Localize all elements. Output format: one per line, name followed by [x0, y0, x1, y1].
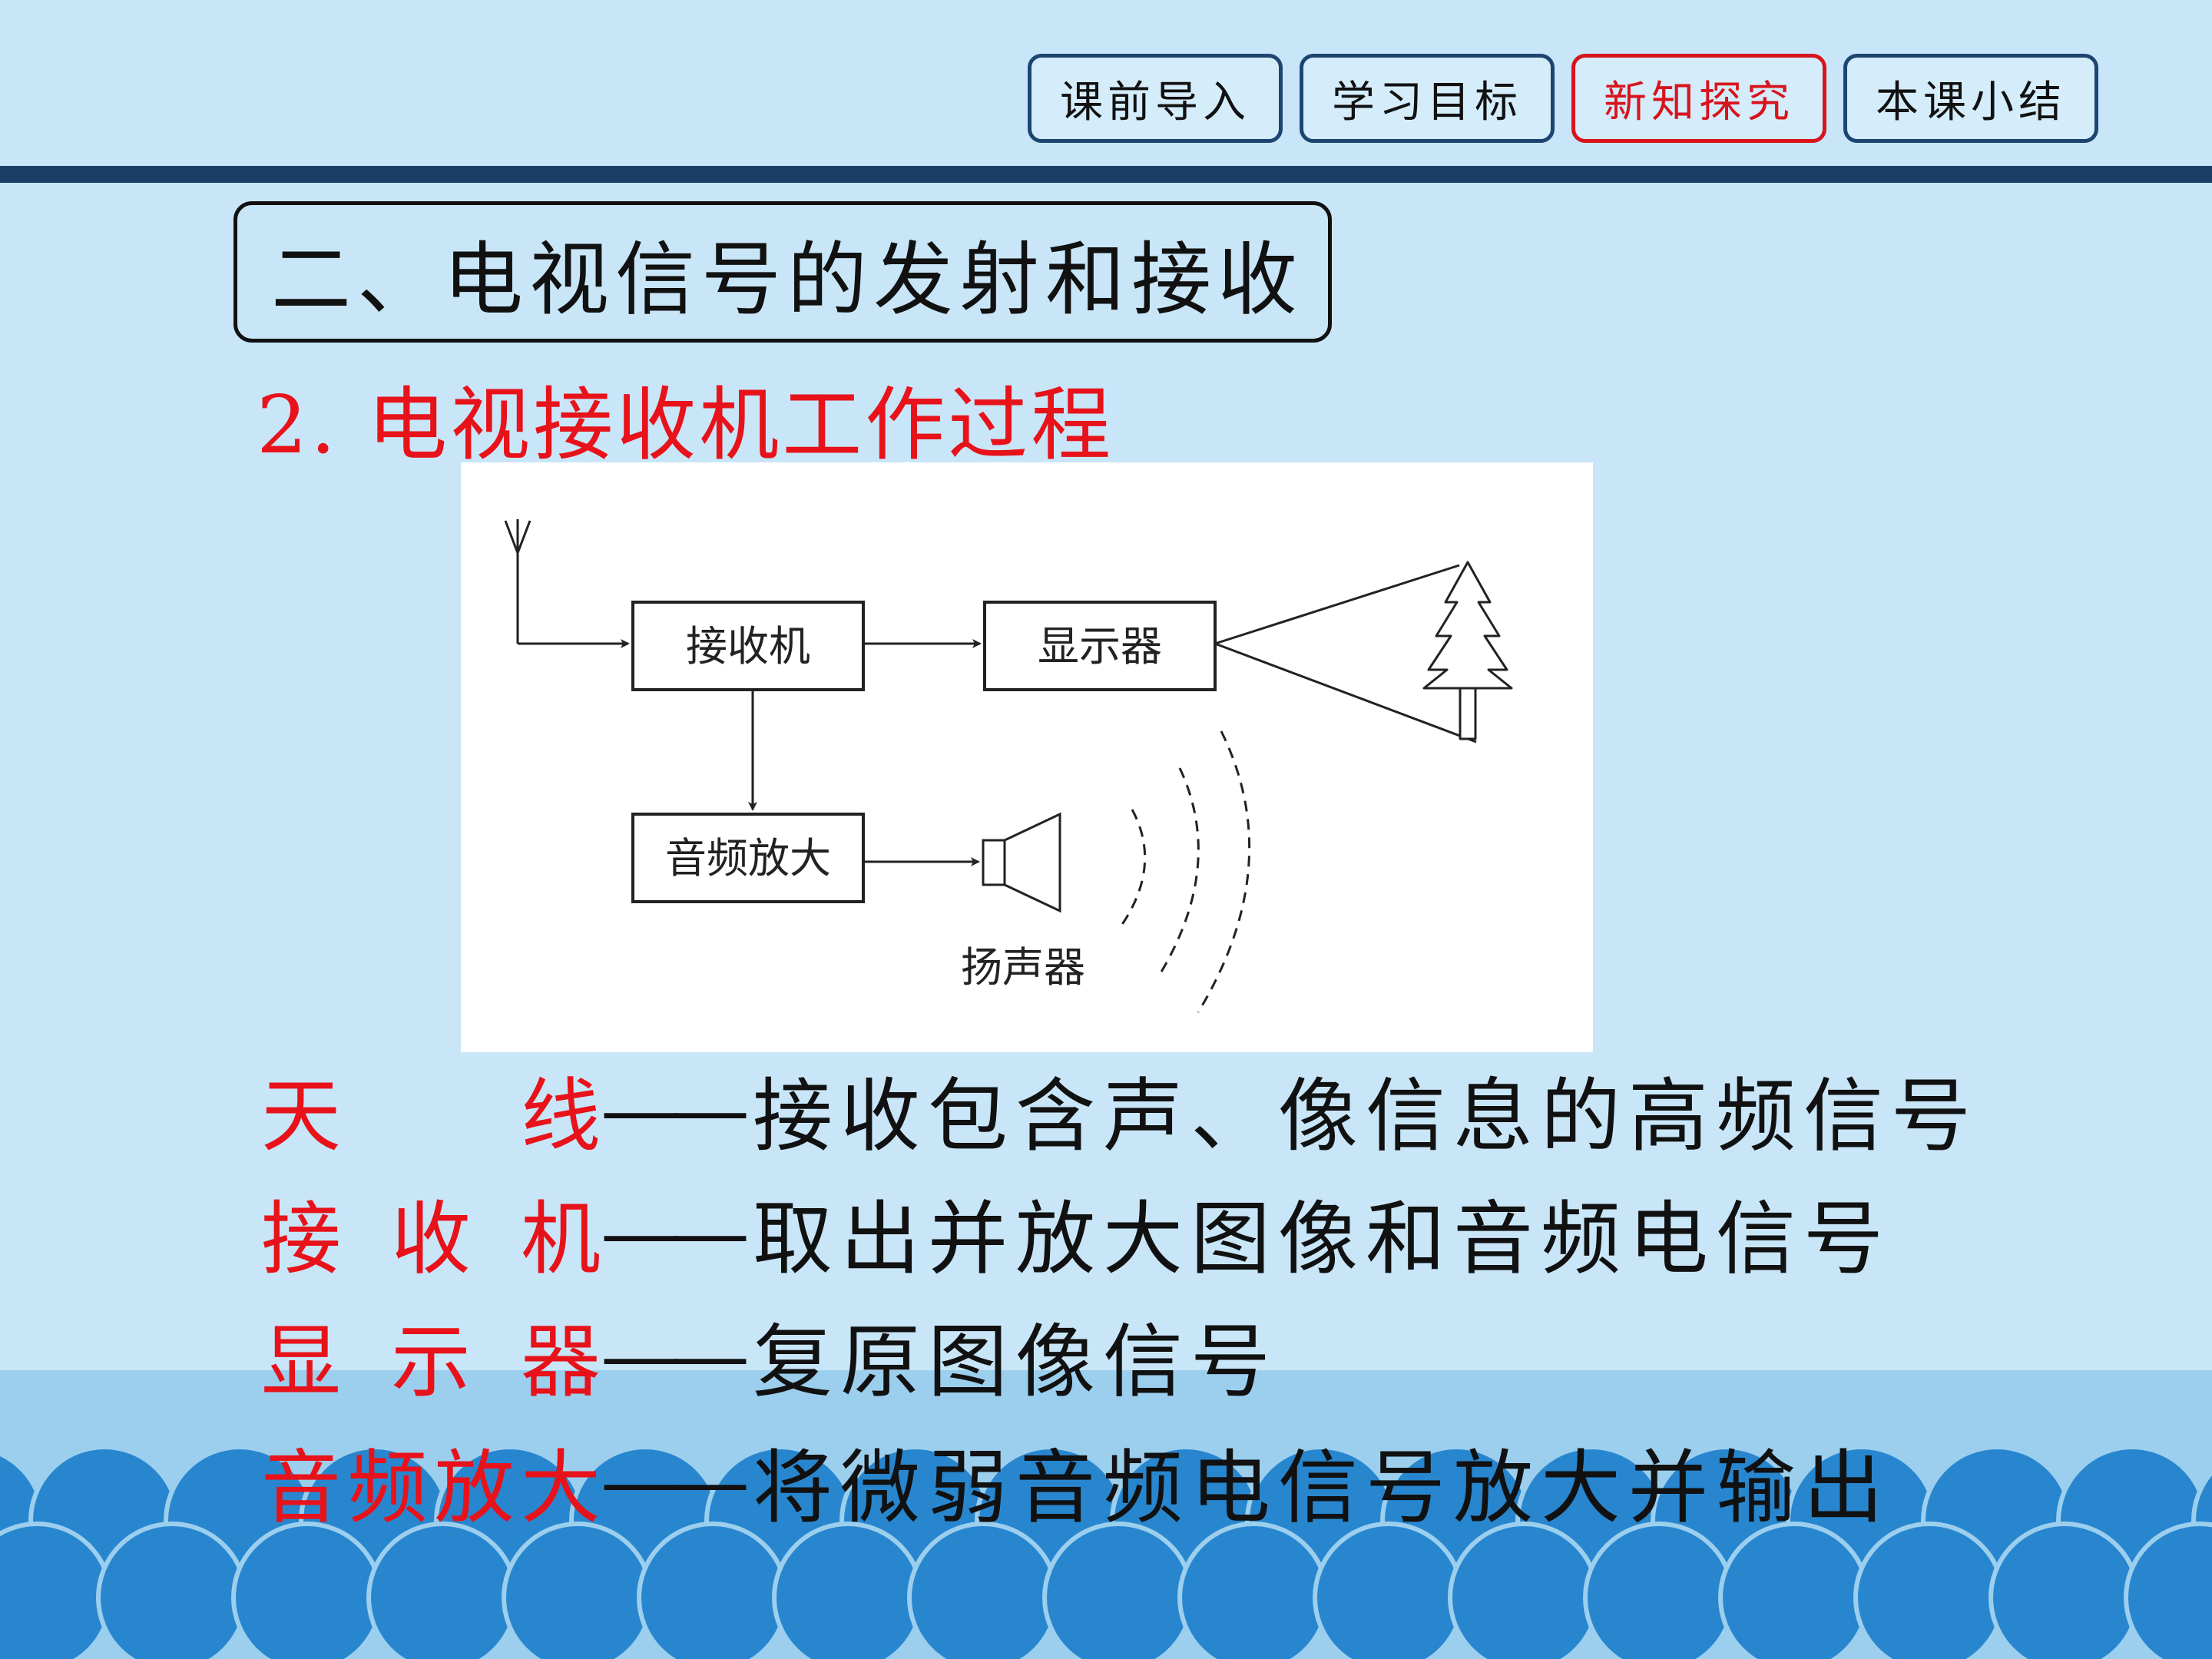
- desc-text-antenna: 接收包含声、像信息的高频信号: [753, 1069, 1979, 1163]
- desc-text-display: 复原图像信号: [753, 1315, 1279, 1409]
- term-antenna: 天 线: [261, 1069, 601, 1163]
- term-audio-amp: 音 频 放 大: [261, 1441, 601, 1535]
- subtitle: 2. 电视接收机工作过程: [257, 378, 1114, 472]
- receiver-label: 接收机: [686, 622, 810, 671]
- tree-icon: [1422, 561, 1513, 740]
- audio-amp-box: 音频放大: [631, 813, 865, 903]
- receiver-diagram: 接收机 显示器 音频放大 扬声器: [461, 462, 1593, 1052]
- dash: ——: [601, 1433, 750, 1528]
- speaker-label: 扬声器: [961, 943, 1085, 992]
- header-divider: [0, 166, 2212, 183]
- receiver-box: 接收机: [631, 601, 865, 691]
- nav-tab-goals[interactable]: 学习目标: [1300, 54, 1555, 143]
- desc-text-receiver: 取出并放大图像和音频电信号: [753, 1192, 1892, 1286]
- display-box: 显示器: [983, 601, 1217, 691]
- section-title-text: 二、电视信号的发射和接收: [271, 232, 1304, 326]
- nav-tab-explore[interactable]: 新知探究: [1571, 54, 1826, 143]
- display-label: 显示器: [1038, 622, 1162, 671]
- wave-decoration: [0, 1370, 2212, 1659]
- nav-bar: 课前导入 学习目标 新知探究 本课小结: [1028, 54, 2098, 143]
- antenna-icon: [504, 519, 531, 644]
- sound-waves-icon: [1118, 730, 1251, 1013]
- dash: ——: [601, 1061, 750, 1156]
- dash: ——: [601, 1307, 750, 1402]
- term-receiver: 接 收 机: [261, 1192, 601, 1286]
- desc-row-audio-amp: 音 频 放 大 —— 将微弱音频电信号放大并输出: [261, 1422, 1891, 1538]
- desc-row-receiver: 接 收 机 —— 取出并放大图像和音频电信号: [261, 1174, 1891, 1290]
- desc-row-antenna: 天 线 —— 接收包含声、像信息的高频信号: [261, 1051, 1979, 1167]
- projection-cone: [1214, 564, 1477, 743]
- audio-amp-label: 音频放大: [665, 834, 831, 882]
- nav-tab-summary[interactable]: 本课小结: [1843, 54, 2098, 143]
- desc-text-audio-amp: 将微弱音频电信号放大并输出: [753, 1441, 1892, 1535]
- dash: ——: [601, 1184, 750, 1279]
- speaker-icon: [982, 812, 1061, 913]
- section-title: 二、电视信号的发射和接收: [233, 201, 1332, 343]
- desc-row-display: 显 示 器 —— 复原图像信号: [261, 1296, 1278, 1412]
- term-display: 显 示 器: [261, 1315, 601, 1409]
- nav-tab-intro[interactable]: 课前导入: [1028, 54, 1283, 143]
